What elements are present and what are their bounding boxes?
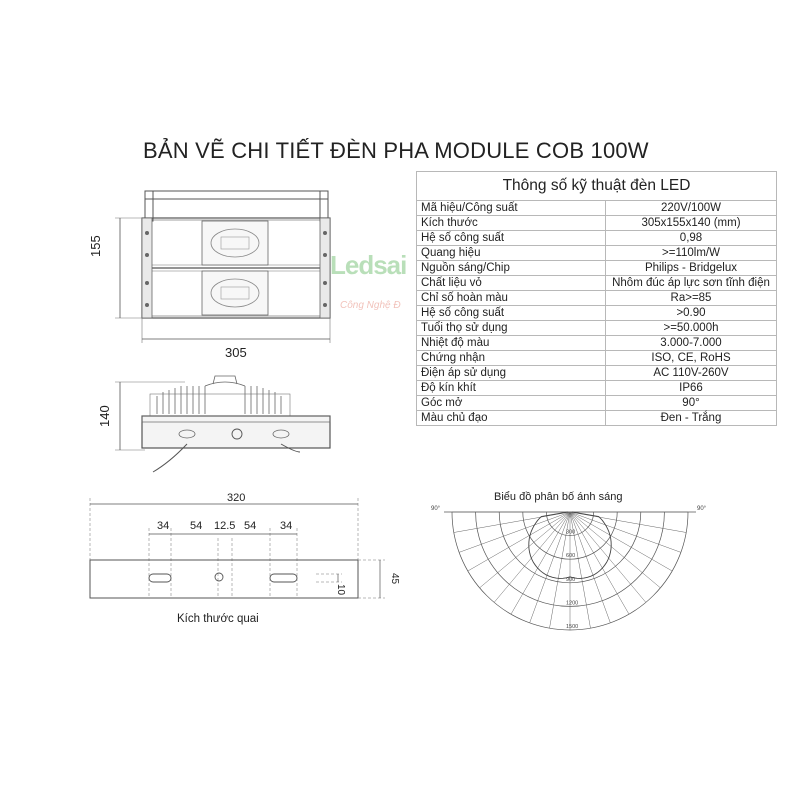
polar-angle-right: 90° [697, 506, 707, 512]
spec-key: Hệ số công suất [416, 305, 606, 321]
polar-light-distribution-chart: 300 600 900 1200 1500 90° 90° [431, 506, 707, 631]
spec-value: 305x155x140 (mm) [605, 215, 777, 231]
spec-value: IP66 [605, 380, 777, 396]
spec-value: Đen - Trắng [605, 410, 777, 426]
spec-key: Độ kín khít [416, 380, 606, 396]
polar-radial [529, 511, 571, 623]
polar-radial [510, 511, 571, 615]
side-height-label: 140 [97, 405, 112, 427]
polar-radial [569, 511, 687, 533]
polar-radial [569, 511, 681, 553]
polar-ring-label: 600 [566, 553, 575, 559]
polar-radial [479, 511, 571, 589]
spec-table-header: Thông số kỹ thuật đèn LED [416, 171, 777, 201]
polar-radial [549, 511, 571, 629]
polar-ring-label: 1200 [566, 600, 578, 606]
spec-value: 90° [605, 395, 777, 411]
bracket-slot-label: 10 [335, 584, 346, 596]
spec-key: Chứng nhận [416, 350, 606, 366]
polar-radial [569, 511, 647, 603]
spec-value: Nhôm đúc áp lực sơn tĩnh điện [605, 275, 777, 291]
spec-table: Thông số kỹ thuật đèn LED Mã hiệu/Công s… [416, 171, 777, 426]
spec-value: 0,98 [605, 230, 777, 246]
polar-caption: Biểu đồ phân bố ánh sáng [494, 491, 623, 503]
page-title: BẢN VẼ CHI TIẾT ĐÈN PHA MODULE COB 100W [143, 138, 649, 163]
polar-radial [453, 511, 571, 533]
bracket-seg-5: 34 [280, 520, 293, 532]
spec-value: >=50.000h [605, 320, 777, 336]
spec-value: >0.90 [605, 305, 777, 321]
polar-radial [493, 511, 571, 603]
polar-radial [569, 511, 630, 615]
bracket-seg-1: 34 [157, 520, 170, 532]
spec-value: 3.000-7.000 [605, 335, 777, 351]
spec-key: Góc mở [416, 395, 606, 411]
spec-value: Ra>=85 [605, 290, 777, 306]
bracket-height-label: 45 [389, 573, 400, 585]
polar-ring-label: 1500 [566, 624, 578, 630]
watermark-brand: Ledsai [330, 250, 407, 280]
polar-angle-left: 90° [431, 506, 441, 512]
front-view-drawing [115, 190, 331, 343]
bracket-seg-3: 12.5 [214, 520, 236, 532]
spec-value: 220V/100W [605, 200, 777, 216]
spec-key: Nhiệt độ màu [416, 335, 606, 351]
polar-ring-label: 300 [566, 530, 575, 536]
spec-key: Kích thước [416, 215, 606, 231]
watermark-logo: Ledsai [330, 250, 407, 281]
polar-ring-label: 900 [566, 577, 575, 583]
spec-row: Tuổi thọ sử dụng>=50.000h [416, 320, 777, 336]
side-view-drawing [115, 375, 331, 473]
spec-key: Điện áp sử dụng [416, 365, 606, 381]
bracket-seg-2: 54 [190, 520, 203, 532]
spec-key: Nguồn sáng/Chip [416, 260, 606, 276]
spec-value: AC 110V-260V [605, 365, 777, 381]
bracket-drawing [89, 498, 385, 599]
spec-value: Philips - Bridgelux [605, 260, 777, 276]
polar-radial [569, 511, 673, 572]
polar-distribution-curve [528, 511, 612, 579]
spec-key: Hệ số công suất [416, 230, 606, 246]
polar-radial [459, 511, 571, 553]
bracket-seg-4: 54 [244, 520, 257, 532]
front-width-label: 305 [225, 345, 247, 360]
spec-row: Quang hiệu>=110lm/W [416, 245, 777, 261]
polar-radial [569, 511, 591, 629]
polar-radial [467, 511, 571, 572]
spec-value: >=110lm/W [605, 245, 777, 261]
bracket-caption: Kích thước quai [177, 613, 259, 625]
spec-key: Tuổi thọ sử dụng [416, 320, 606, 336]
spec-key: Quang hiệu [416, 245, 606, 261]
spec-row: Hệ số công suất>0.90 [416, 305, 777, 321]
spec-key: Mã hiệu/Công suất [416, 200, 606, 216]
spec-table-header-row: Thông số kỹ thuật đèn LED [416, 171, 777, 201]
watermark-tagline: Công Nghệ Đ [340, 300, 401, 311]
polar-radial [569, 511, 661, 589]
bracket-total-label: 320 [227, 492, 246, 504]
front-height-label: 155 [88, 235, 103, 257]
spec-key: Chỉ số hoàn màu [416, 290, 606, 306]
polar-radial [569, 511, 611, 623]
spec-key: Chất liệu vỏ [416, 275, 606, 291]
spec-value: ISO, CE, RoHS [605, 350, 777, 366]
spec-key: Màu chủ đạo [416, 410, 606, 426]
